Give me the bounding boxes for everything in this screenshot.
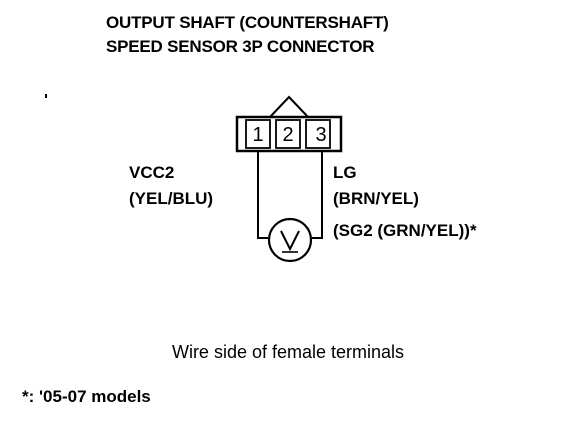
stray-mark bbox=[45, 94, 47, 98]
diagram-caption: Wire side of female terminals bbox=[171, 342, 405, 362]
pin-number-2: 2 bbox=[282, 124, 293, 146]
model-footnote: *: '05-07 models bbox=[22, 387, 151, 406]
wire-label-vcc2: VCC2 bbox=[129, 163, 175, 182]
connector-body bbox=[235, 115, 343, 153]
probe-wire-pin-1 bbox=[257, 151, 268, 239]
wire-color-lg: (BRN/YEL) bbox=[333, 189, 419, 208]
title-line-1: OUTPUT SHAFT (COUNTERSHAFT) bbox=[106, 13, 389, 32]
pin-number-3: 3 bbox=[315, 124, 326, 146]
pin-number-1: 1 bbox=[252, 124, 263, 146]
pin-cell-2: 2 bbox=[275, 119, 301, 149]
wire-color-vcc2: (YEL/BLU) bbox=[129, 189, 214, 208]
probe-wire-pin-3 bbox=[312, 151, 323, 239]
pin-cell-3: 3 bbox=[305, 119, 331, 149]
wire-label-lg: LG bbox=[333, 163, 357, 182]
wire-label-sg2-alt: (SG2 (GRN/YEL))* bbox=[333, 221, 477, 240]
connector-lock-tab bbox=[269, 95, 309, 118]
title-line-2: SPEED SENSOR 3P CONNECTOR bbox=[106, 37, 375, 56]
voltmeter-icon bbox=[267, 217, 313, 263]
pin-cell-1: 1 bbox=[245, 119, 271, 149]
